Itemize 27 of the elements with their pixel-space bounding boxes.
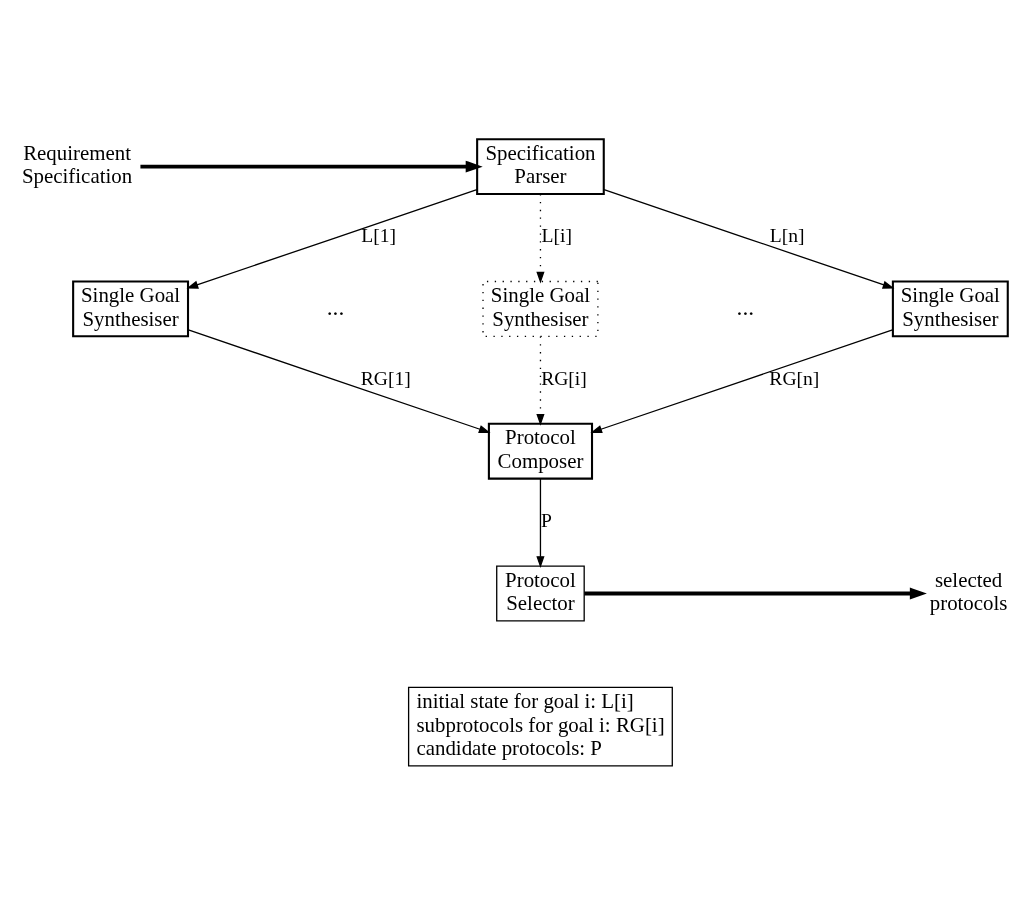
node-box: Protocol Composer: [487, 422, 594, 480]
edge-label: L[i]: [541, 225, 572, 247]
label: ...: [326, 293, 345, 320]
arrow: [590, 329, 894, 433]
edge-label: RG[1]: [360, 367, 411, 389]
edge-label: L[n]: [769, 225, 805, 247]
node-text: Requirement Specification: [21, 140, 133, 189]
arrow: [536, 193, 545, 284]
arrow: [140, 160, 483, 173]
edge-label: P: [540, 509, 552, 531]
node-box: Single Goal Synthesiser: [891, 280, 1009, 338]
arrow: [536, 478, 545, 568]
node-box: initial state for goal i: L[i] subprotocols for goal i: RG[i] candidate protocols: P: [407, 686, 673, 767]
arrow: [584, 587, 927, 600]
arrow: [186, 188, 478, 289]
label: ...: [736, 293, 755, 320]
edge-label: L[1]: [361, 225, 396, 247]
arrow: [187, 329, 491, 433]
arrow: [603, 188, 895, 289]
edge-label: RG[n]: [769, 367, 820, 389]
node-text: selected protocols: [929, 567, 1008, 616]
node-box: Single Goal Synthesiser: [72, 280, 190, 338]
edge-label: RG[i]: [541, 367, 587, 389]
node-box: Single Goal Synthesiser: [482, 280, 599, 337]
arrow: [536, 335, 545, 426]
node-box: Specification Parser: [476, 138, 605, 196]
node-box: Protocol Selector: [496, 565, 585, 622]
